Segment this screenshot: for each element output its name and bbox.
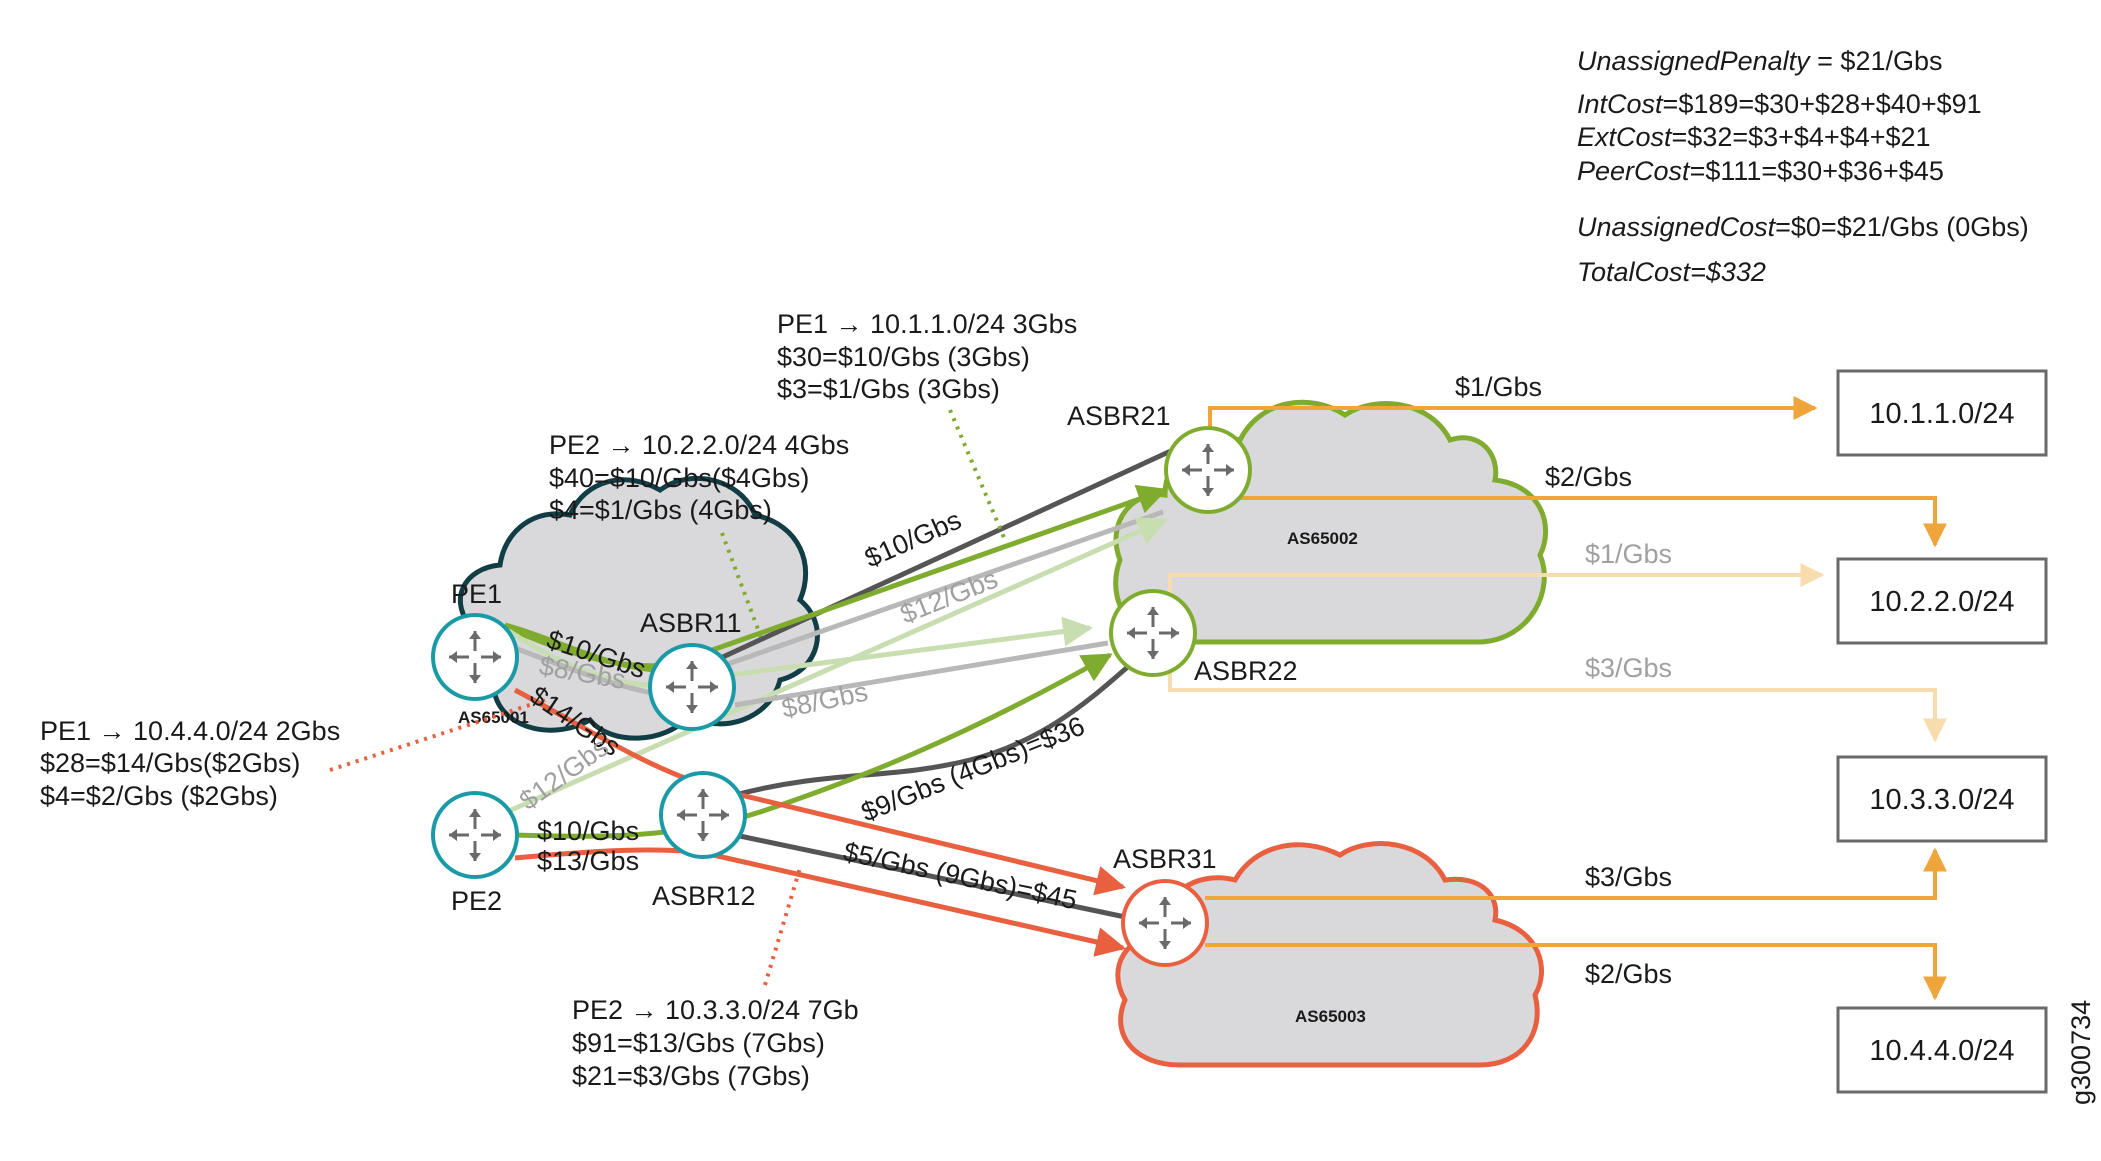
flow-line: $30=$10/Gbs (3Gbs) <box>777 342 1030 372</box>
router-label-pe1: PE1 <box>451 579 502 609</box>
prefix-box-10-4-4-0: 10.4.4.0/24 <box>1836 1006 2048 1094</box>
ext-cost: ExtCost=$32=$3+$4+$4+$21 <box>1577 122 1931 152</box>
flow-line: $4=$1/Gbs (4Gbs) <box>549 495 772 525</box>
flow-asbr22-10-3 <box>1168 665 1947 743</box>
flow-line: PE1 → 10.4.4.0/24 2Gbs <box>40 716 340 746</box>
router-asbr21[interactable] <box>1164 426 1252 514</box>
prefix-box-10-1-1-0: 10.1.1.0/24 <box>1836 369 2048 457</box>
peer-cost: PeerCost=$111=$30+$36+$45 <box>1577 156 1944 186</box>
flow-line: $3=$1/Gbs (3Gbs) <box>777 374 1000 404</box>
flow-annotation-pe2-10-2: PE2 → 10.2.2.0/24 4Gbs $40=$10/Gbs($4Gbs… <box>549 430 849 525</box>
flow-pe2-asbr21-alt <box>498 517 1168 818</box>
router-label-asbr22: ASBR22 <box>1194 656 1298 686</box>
router-asbr11[interactable] <box>648 643 736 731</box>
link-label-asbr22-10-3: $3/Gbs <box>1585 653 1672 683</box>
prefix-label: 10.1.1.0/24 <box>1869 398 2014 430</box>
link-asbr11-asbr21-alt <box>724 509 1164 668</box>
unassigned-cost: UnassignedCost=$0=$21/Gbs (0Gbs) <box>1577 212 2029 242</box>
figure-id: g300734 <box>2066 1000 2096 1105</box>
cloud-label-as65002: AS65002 <box>1287 529 1358 548</box>
prefix-label: 10.4.4.0/24 <box>1869 1035 2014 1067</box>
flow-line: $21=$3/Gbs (7Gbs) <box>572 1061 810 1091</box>
leader-pe1-10-1 <box>948 409 1007 541</box>
link-asbr11-asbr22 <box>734 640 1109 708</box>
router-asbr12[interactable] <box>659 771 747 859</box>
link-label-asbr31-10-3: $3/Gbs <box>1585 862 1672 892</box>
unassigned-penalty-name: UnassignedPenalty <box>1577 46 1811 76</box>
flow-pe1-asbr11 <box>504 622 656 673</box>
leader-pe1-10-4 <box>329 698 546 772</box>
unassigned-penalty: UnassignedPenalty = $21/Gbs <box>1577 46 1943 76</box>
link-asbr11-asbr21 <box>710 447 1175 665</box>
int-cost: IntCost=$189=$30+$28+$40+$91 <box>1577 89 1982 119</box>
flow-asbr31-10-3 <box>1205 847 1947 900</box>
prefix-box-10-3-3-0: 10.3.3.0/24 <box>1836 755 2048 843</box>
prefix-label: 10.3.3.0/24 <box>1869 784 2014 816</box>
prefix-box-10-2-2-0: 10.2.2.0/24 <box>1836 557 2048 645</box>
link-label-pe2-asbr12: $10/Gbs <box>537 816 639 846</box>
link-label-asbr31-10-4: $2/Gbs <box>1585 959 1672 989</box>
flow-line: $40=$10/Gbs($4Gbs) <box>549 463 809 493</box>
flow-line: PE2 → 10.3.3.0/24 7Gb <box>572 995 859 1025</box>
router-pe2[interactable] <box>431 791 519 879</box>
router-label-asbr11: ASBR11 <box>640 608 742 638</box>
link-asbr12-asbr22 <box>734 663 1132 798</box>
flow-asbr31-10-4 <box>1205 943 1947 1001</box>
link-asbr12-asbr31 <box>734 832 1131 921</box>
flow-asbr21-10-2 <box>1240 496 1947 548</box>
flow-pe2-asbr22 <box>514 652 1113 839</box>
router-pe1[interactable] <box>431 613 519 701</box>
unassigned-penalty-value: = $21/Gbs <box>1810 46 1943 76</box>
router-label-asbr21: ASBR21 <box>1067 401 1171 431</box>
router-asbr22[interactable] <box>1109 589 1197 677</box>
flow-asbr22-10-2 <box>1168 563 1825 600</box>
flow-line: PE2 → 10.2.2.0/24 4Gbs <box>549 430 849 460</box>
link-label-asbr21-10-2: $2/Gbs <box>1545 462 1632 492</box>
router-label-asbr12: ASBR12 <box>652 881 756 911</box>
link-label-pe2-asbr31: $13/Gbs <box>537 846 639 876</box>
link-label-asbr11-asbr22: $12/Gbs <box>896 564 1002 630</box>
link-label-asbr11-asbr21: $10/Gbs <box>860 505 965 574</box>
prefix-label: 10.2.2.0/24 <box>1869 586 2014 618</box>
flow-line: $28=$14/Gbs($2Gbs) <box>40 748 300 778</box>
leader-pe2-10-3 <box>763 867 802 986</box>
flow-line: $91=$13/Gbs (7Gbs) <box>572 1028 825 1058</box>
total-cost: TotalCost=$332 <box>1577 257 1766 287</box>
flow-line: $4=$2/Gbs ($2Gbs) <box>40 781 278 811</box>
cloud-label-as65003: AS65003 <box>1295 1007 1366 1026</box>
router-asbr31[interactable] <box>1121 879 1209 967</box>
router-label-asbr31: ASBR31 <box>1113 844 1217 874</box>
leader-pe2-10-2 <box>720 532 764 641</box>
flow-annotation-pe1-10-1: PE1 → 10.1.1.0/24 3Gbs $30=$10/Gbs (3Gbs… <box>777 309 1077 404</box>
flow-line: PE1 → 10.1.1.0/24 3Gbs <box>777 309 1077 339</box>
link-label-asbr21-10-1: $1/Gbs <box>1455 372 1542 402</box>
flow-annotation-pe1-10-4: PE1 → 10.4.4.0/24 2Gbs $28=$14/Gbs($2Gbs… <box>40 716 340 811</box>
link-label-asbr22-10-2: $1/Gbs <box>1585 539 1672 569</box>
router-label-pe2: PE2 <box>451 886 502 916</box>
cost-summary: UnassignedPenalty = $21/Gbs IntCost=$189… <box>1577 46 2029 287</box>
flow-annotation-pe2-10-3: PE2 → 10.3.3.0/24 7Gb $91=$13/Gbs (7Gbs)… <box>572 995 859 1091</box>
